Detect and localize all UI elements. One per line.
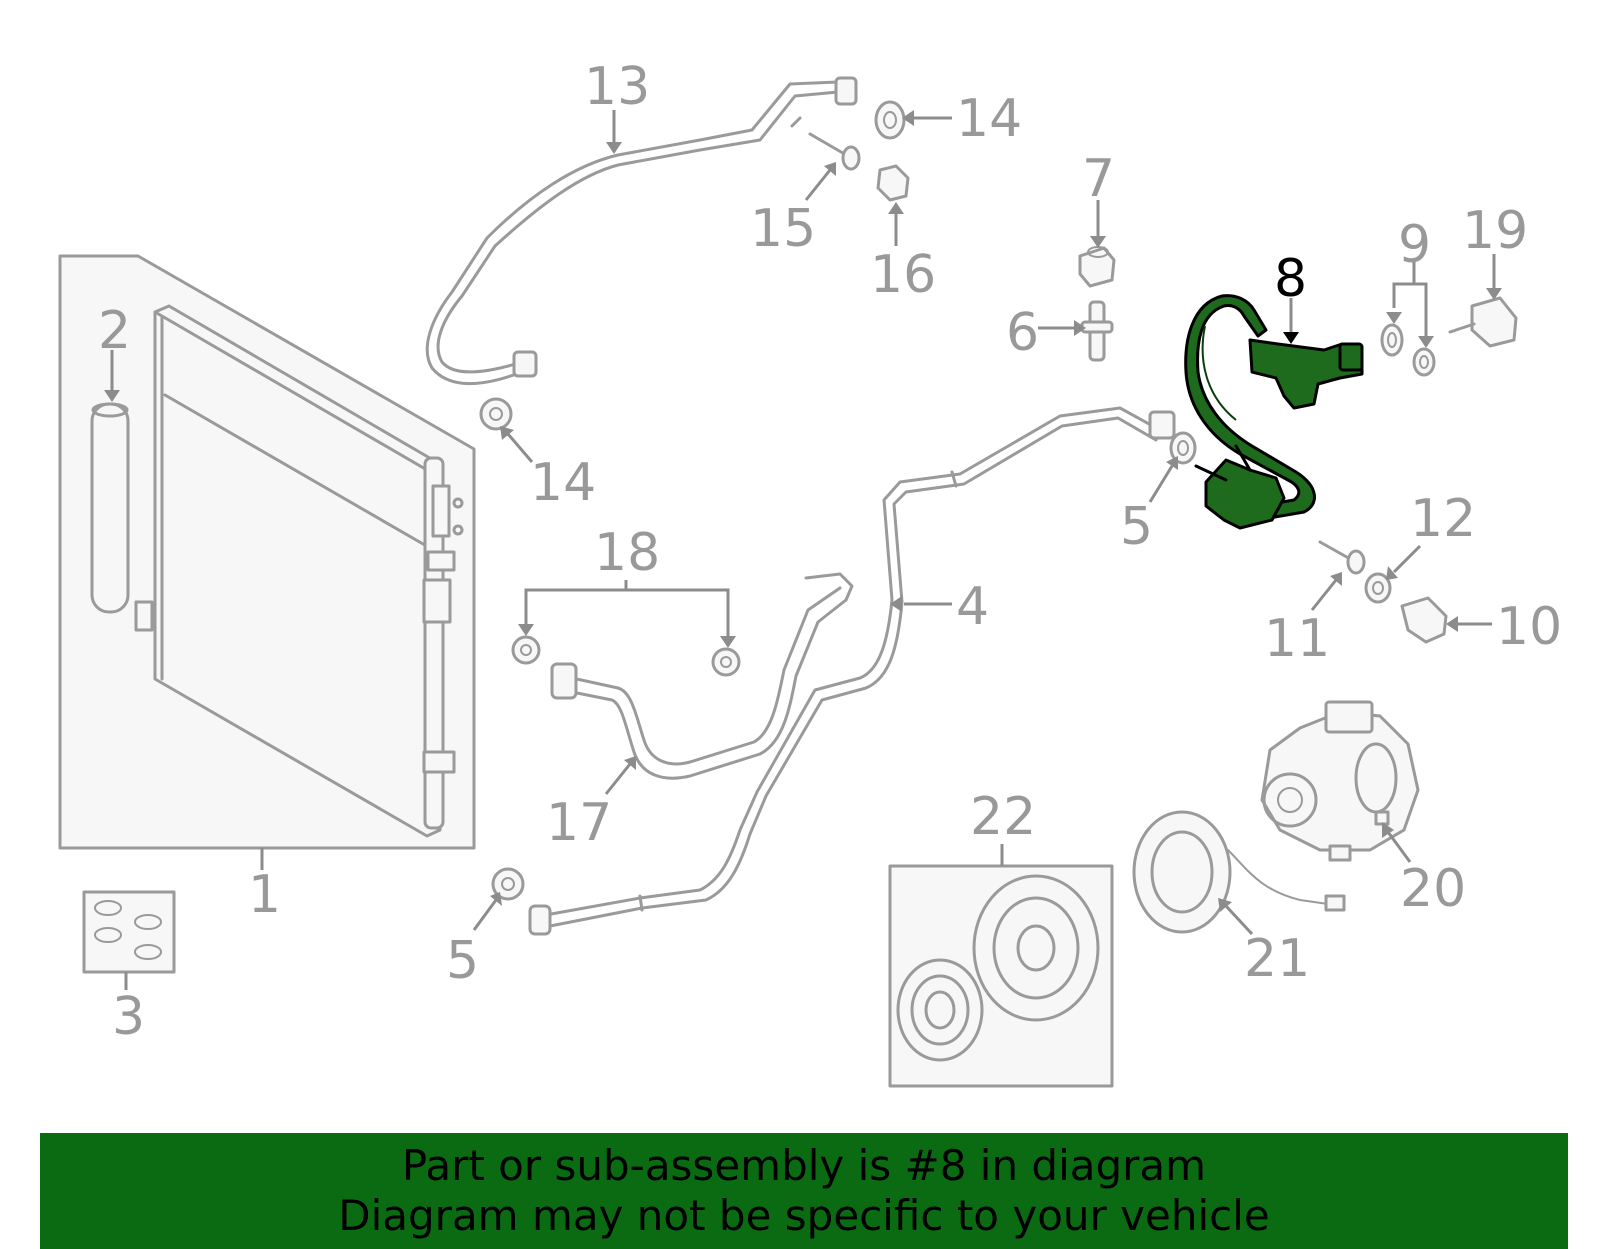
part-receiver-drier[interactable] [90, 402, 130, 614]
part-o-ring-9b[interactable] [1412, 347, 1436, 377]
callout-18: 18 [594, 523, 660, 583]
callout-2: 2 [98, 301, 131, 361]
part-o-ring-5a[interactable] [491, 867, 525, 901]
callout-4: 4 [956, 577, 989, 637]
part-o-ring-5b[interactable] [1169, 431, 1197, 465]
callout-13: 13 [584, 57, 650, 117]
info-banner: Part or sub-assembly is #8 in diagram Di… [40, 1133, 1568, 1249]
callout-11: 11 [1264, 609, 1330, 669]
banner-line-1: Part or sub-assembly is #8 in diagram [401, 1141, 1207, 1190]
callout-5-bottom: 5 [446, 931, 479, 991]
part-discharge-hose[interactable] [425, 76, 858, 385]
callout-3: 3 [112, 987, 145, 1047]
part-compressor-hose-assembly-highlighted[interactable] [1184, 294, 1364, 530]
part-o-ring-9a[interactable] [1380, 323, 1404, 357]
callout-15: 15 [750, 199, 816, 259]
callout-labels: 1 2 3 4 5 5 6 7 8 9 10 11 12 13 14 14 15… [98, 57, 1562, 1047]
part-o-ring-18a[interactable] [511, 635, 541, 665]
callout-20: 20 [1400, 859, 1466, 919]
banner-line-2: Diagram may not be specific to your vehi… [338, 1191, 1270, 1240]
callout-8: 8 [1274, 249, 1307, 309]
part-valve-core-6[interactable] [1080, 300, 1114, 362]
callout-19: 19 [1462, 201, 1528, 261]
part-field-coil[interactable] [1132, 810, 1346, 934]
part-bolt-11[interactable] [1318, 540, 1366, 575]
leader-lines [104, 110, 1502, 990]
part-liquid-line[interactable] [528, 406, 1176, 936]
part-sensor-19[interactable] [1448, 296, 1518, 348]
part-switch-10[interactable] [1400, 596, 1448, 644]
part-cap-7[interactable] [1078, 246, 1116, 288]
callout-5-right: 5 [1120, 497, 1153, 557]
callout-10: 10 [1496, 597, 1562, 657]
callout-1: 1 [248, 865, 281, 925]
callout-7: 7 [1082, 149, 1115, 209]
part-o-ring-12[interactable] [1364, 572, 1392, 604]
callout-22: 22 [970, 787, 1036, 847]
part-o-ring-14a[interactable] [874, 100, 906, 140]
part-seal-kit[interactable] [82, 890, 176, 974]
callout-17: 17 [546, 793, 612, 853]
part-condenser[interactable] [58, 254, 476, 850]
part-compressor[interactable] [1260, 700, 1420, 862]
part-suction-hose[interactable] [550, 572, 854, 780]
part-nut-16[interactable] [876, 164, 910, 202]
part-clutch-kit[interactable] [888, 864, 1114, 1088]
callout-12: 12 [1410, 489, 1476, 549]
callout-21: 21 [1244, 929, 1310, 989]
callout-14-top: 14 [956, 89, 1022, 149]
callout-14-left: 14 [530, 453, 596, 513]
callout-16: 16 [870, 245, 936, 305]
callout-6: 6 [1006, 303, 1039, 363]
callout-9: 9 [1398, 215, 1431, 275]
part-bolt-15[interactable] [808, 132, 861, 171]
part-o-ring-14b[interactable] [479, 397, 513, 431]
part-o-ring-18b[interactable] [711, 647, 741, 677]
